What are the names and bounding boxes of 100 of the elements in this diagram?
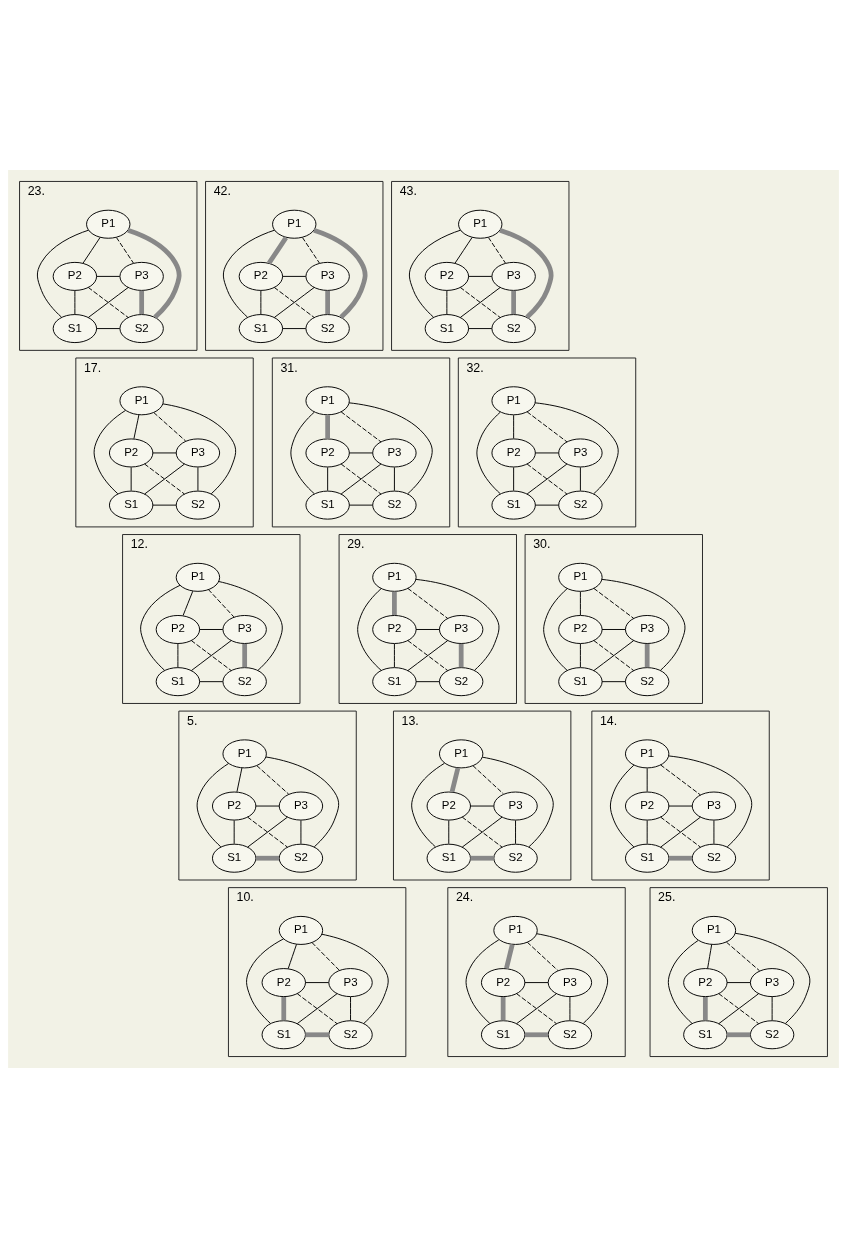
node-ellipse: S1 xyxy=(683,1019,728,1049)
connector xyxy=(267,235,288,264)
connector xyxy=(515,819,516,844)
connector xyxy=(646,819,648,844)
node-ellipse: S1 xyxy=(155,666,201,696)
connector xyxy=(415,578,500,671)
node-ellipse: P3 xyxy=(547,967,593,997)
connector xyxy=(543,587,568,671)
connector xyxy=(218,580,283,671)
connector xyxy=(534,401,619,494)
connector xyxy=(526,463,568,494)
connector xyxy=(321,933,389,1024)
connector xyxy=(348,401,433,494)
connector xyxy=(304,981,330,983)
connector xyxy=(579,466,581,491)
node-ellipse: S1 xyxy=(625,843,670,873)
connector xyxy=(411,762,445,847)
connector xyxy=(340,410,382,442)
node-ellipse: P3 xyxy=(119,261,164,291)
connector xyxy=(96,327,121,329)
connector xyxy=(446,289,448,315)
connector xyxy=(524,981,549,983)
node-ellipse: P3 xyxy=(625,614,670,644)
connector xyxy=(255,805,280,806)
node-ellipse: P3 xyxy=(439,614,484,644)
connector xyxy=(668,754,753,847)
node-ellipse: P2 xyxy=(212,791,257,821)
connector xyxy=(325,290,331,314)
node-ellipse: P3 xyxy=(372,437,417,467)
connector xyxy=(127,227,182,319)
connector xyxy=(348,451,374,453)
connector xyxy=(300,819,302,844)
connector xyxy=(660,816,701,848)
connector xyxy=(668,805,693,806)
connector xyxy=(513,466,515,491)
connector xyxy=(182,590,194,616)
connector xyxy=(242,643,248,667)
connector xyxy=(260,289,262,315)
node-ellipse: P3 xyxy=(691,791,737,821)
connector xyxy=(526,941,559,971)
connector xyxy=(534,451,560,453)
connector xyxy=(302,236,320,264)
node-ellipse: P2 xyxy=(426,791,471,821)
connector xyxy=(415,628,440,630)
node-ellipse: P1 xyxy=(278,915,324,945)
connector xyxy=(144,463,185,494)
connector xyxy=(504,943,515,969)
connector xyxy=(408,229,462,318)
node-ellipse: P1 xyxy=(491,385,536,415)
connector xyxy=(196,762,229,847)
connector xyxy=(325,414,331,438)
connector xyxy=(569,996,571,1021)
connector xyxy=(199,680,224,682)
node-ellipse: S2 xyxy=(175,490,221,520)
connector xyxy=(459,286,501,318)
connector xyxy=(305,1031,329,1037)
connector xyxy=(644,643,650,667)
connector xyxy=(667,939,699,1024)
node-ellipse: P3 xyxy=(558,437,603,467)
connector xyxy=(707,943,713,969)
connector xyxy=(488,236,506,264)
node-ellipse: S2 xyxy=(278,843,324,873)
connector xyxy=(199,628,224,630)
node-ellipse: P1 xyxy=(175,562,221,592)
connector xyxy=(93,409,126,494)
connector xyxy=(407,587,449,619)
connector xyxy=(646,767,648,792)
connector xyxy=(296,992,338,1024)
node-ellipse: P3 xyxy=(175,437,221,467)
connector xyxy=(579,642,581,668)
connector xyxy=(139,290,145,314)
connector xyxy=(481,756,554,847)
node-ellipse: P1 xyxy=(272,209,317,239)
connector xyxy=(153,411,187,442)
connector xyxy=(702,996,708,1020)
node-ellipse: S2 xyxy=(558,490,603,520)
connector xyxy=(469,805,495,806)
connector xyxy=(468,275,493,277)
node-ellipse: S2 xyxy=(439,666,484,696)
connector xyxy=(281,996,287,1020)
connector xyxy=(516,992,557,1024)
connector xyxy=(287,943,297,969)
connector xyxy=(222,229,276,318)
node-ellipse: P2 xyxy=(625,791,670,821)
connector xyxy=(472,764,504,794)
connector xyxy=(500,996,506,1020)
node-ellipse: S1 xyxy=(52,313,98,343)
node-ellipse: S1 xyxy=(424,313,470,343)
node-ellipse: P2 xyxy=(108,437,154,467)
connector xyxy=(190,639,232,671)
node-ellipse: P1 xyxy=(86,209,131,239)
connector xyxy=(393,642,395,668)
connector xyxy=(282,275,307,277)
node-ellipse: S1 xyxy=(212,843,257,873)
node-ellipse: S2 xyxy=(305,313,350,343)
node-ellipse: P1 xyxy=(119,385,164,415)
node-ellipse: P2 xyxy=(155,614,201,644)
connector xyxy=(579,590,581,615)
connector xyxy=(601,628,626,630)
connector xyxy=(513,414,515,439)
